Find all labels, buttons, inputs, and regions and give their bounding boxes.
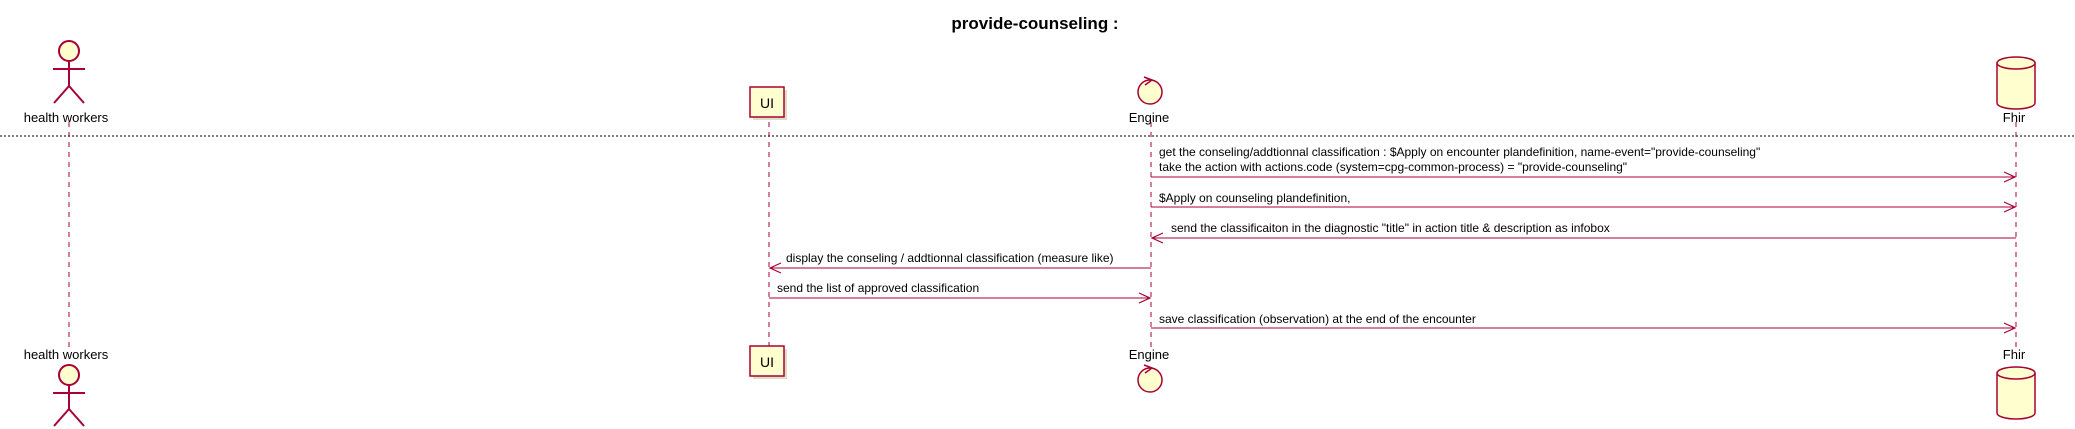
box-icon — [749, 86, 787, 120]
participant-label-fhir: Fhir — [2003, 347, 2026, 362]
control-icon — [1137, 364, 1163, 393]
actor-icon — [53, 40, 85, 104]
message-label: send the classificaiton in the diagnosti… — [1171, 221, 1610, 235]
participant-label-fhir: Fhir — [2003, 110, 2026, 125]
arrowhead-icon — [2003, 201, 2017, 213]
arrowhead-icon — [2003, 171, 2017, 183]
participant-label-ui: UI — [760, 95, 774, 111]
message-label: $Apply on counseling plandefinition, — [1159, 191, 1350, 205]
actor-icon — [53, 364, 85, 427]
arrowhead-icon — [768, 262, 782, 274]
message-label: get the conseling/addtionnal classificat… — [1159, 145, 1760, 159]
message-label: send the list of approved classification — [777, 281, 979, 295]
control-icon — [1137, 76, 1163, 105]
database-icon — [1996, 56, 2036, 110]
participant-label-engine: Engine — [1129, 110, 1169, 125]
database-icon — [1996, 366, 2036, 420]
diagram-title: provide-counseling : — [951, 14, 1118, 33]
arrowhead-icon — [1138, 292, 1152, 304]
message-label: save classification (observation) at the… — [1159, 312, 1476, 326]
participant-label-health-workers: health workers — [24, 110, 109, 125]
participant-label-ui: UI — [760, 354, 774, 370]
arrowhead-icon — [2003, 322, 2017, 334]
participant-label-engine: Engine — [1129, 347, 1169, 362]
message-label: take the action with actions.code (syste… — [1159, 160, 1627, 174]
participant-label-health-workers: health workers — [24, 347, 109, 362]
arrowhead-icon — [1150, 232, 1164, 244]
box-icon — [749, 345, 787, 379]
message-label: display the conseling / addtionnal class… — [786, 251, 1114, 265]
